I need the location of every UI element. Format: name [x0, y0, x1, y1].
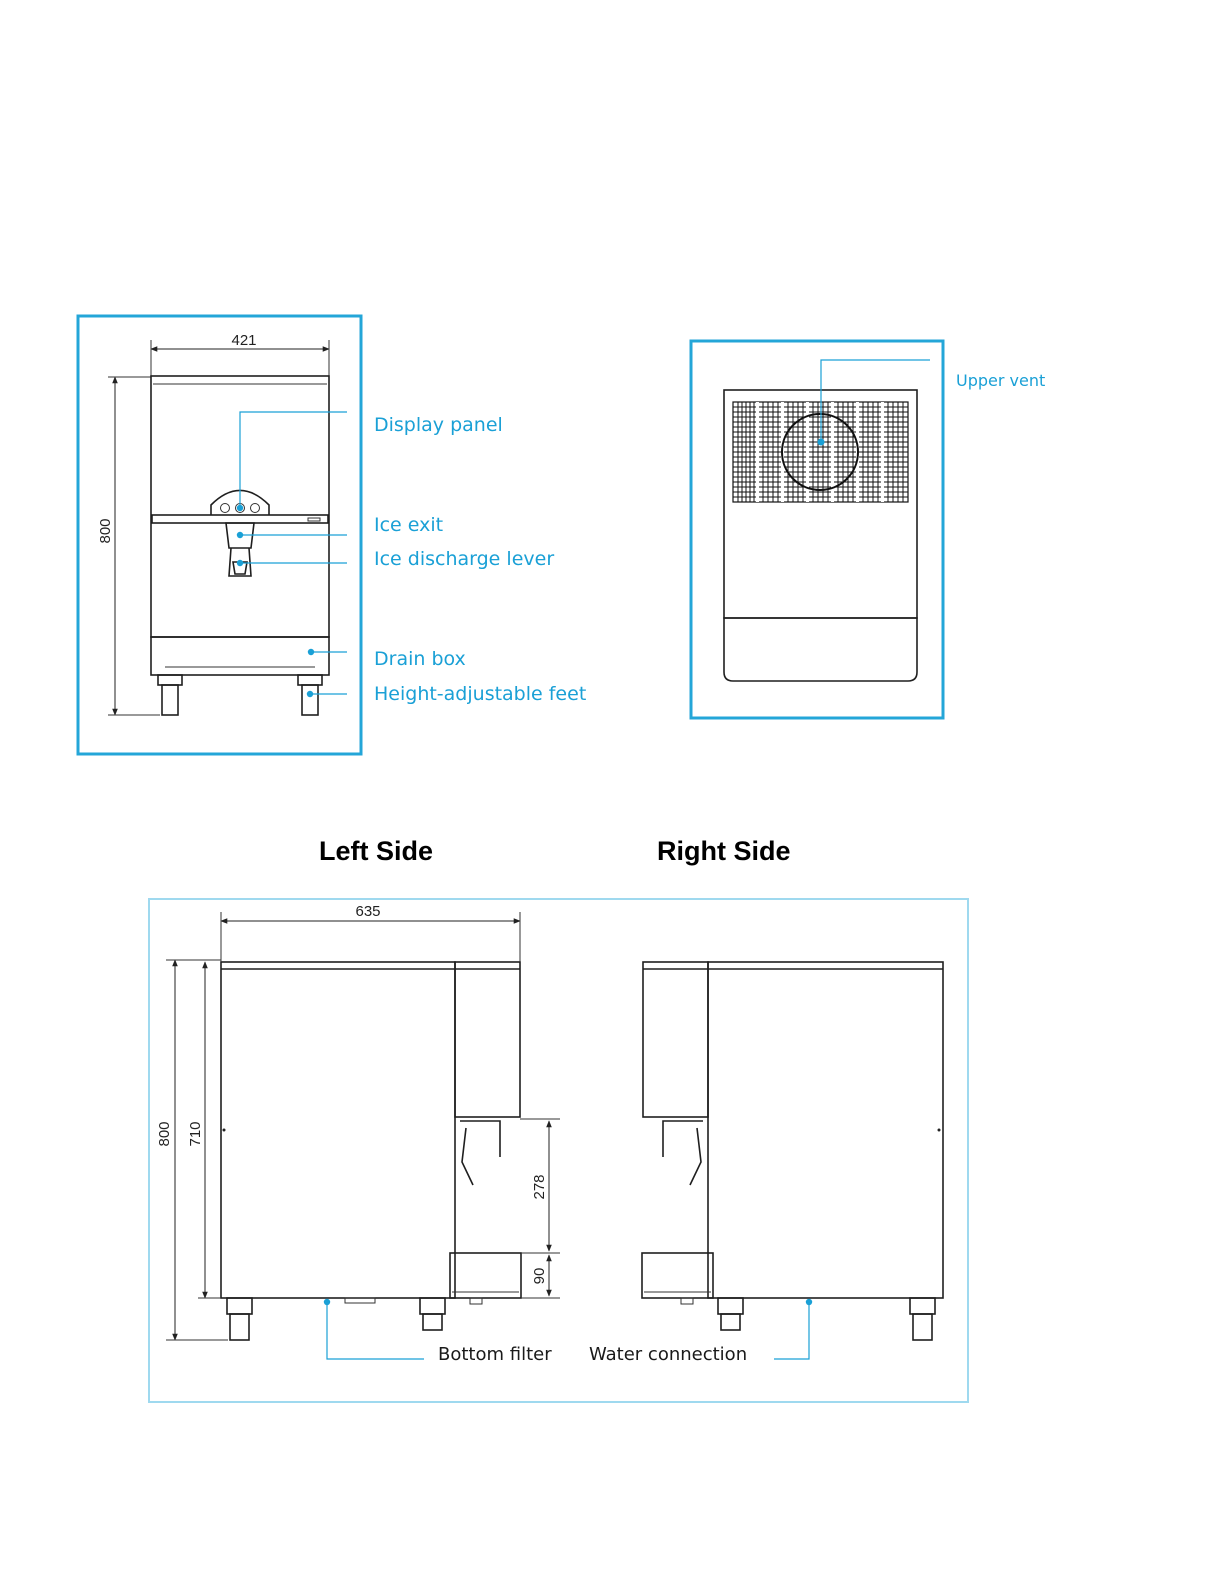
callout-bottom-filter: Bottom filter — [438, 1344, 552, 1365]
callout-ice-discharge-lever: Ice discharge lever — [374, 548, 554, 570]
front-callout-leaders — [237, 412, 347, 697]
dispense-height-dimension: 278 — [531, 1174, 548, 1199]
callout-drain-box: Drain box — [374, 648, 466, 670]
left-side-machine — [221, 962, 521, 1340]
callout-ice-exit: Ice exit — [374, 514, 443, 536]
right-side-machine — [642, 962, 943, 1340]
front-width-dimension: 421 — [231, 332, 256, 349]
callout-upper-vent: Upper vent — [956, 371, 1045, 390]
front-height-dimension: 800 — [97, 518, 114, 543]
side-views-frame — [149, 899, 968, 1402]
rear-view-frame — [691, 341, 943, 718]
callout-height-adjustable-feet: Height-adjustable feet — [374, 683, 586, 705]
callout-display-panel: Display panel — [374, 414, 503, 436]
total-height-dimension: 800 — [156, 1121, 173, 1146]
depth-dimension: 635 — [355, 903, 380, 920]
body-height-dimension: 710 — [187, 1121, 204, 1146]
side-views: 635 800 710 278 90 — [149, 899, 968, 1402]
front-view: 421 800 — [78, 316, 586, 754]
callout-water-connection: Water connection — [589, 1344, 747, 1365]
rear-view: Upper vent — [691, 341, 1045, 718]
tray-height-dimension: 90 — [531, 1268, 548, 1285]
